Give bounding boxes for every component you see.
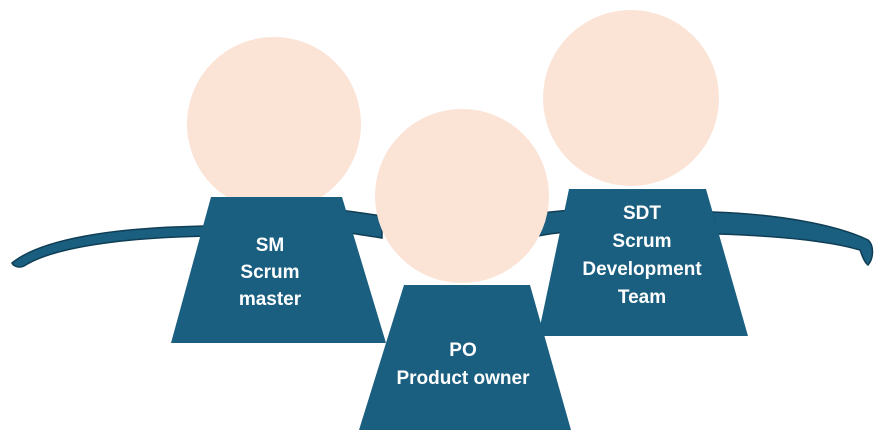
figure-scrum-development-team: SDT Scrum Development Team [538,10,748,336]
product-owner-label: Product owner [396,368,530,389]
product-owner-abbrev: PO [449,340,476,361]
scrum-master-abbrev: SM [256,235,285,256]
scrum-master-head [187,37,361,211]
left-arm [11,225,217,268]
product-owner-body [359,285,571,430]
scrum-master-body [171,197,386,343]
scrum-master-label-2: master [239,289,302,310]
scrum-master-label-1: Scrum [240,262,299,283]
development-team-head [543,10,719,186]
figure-scrum-master: SM Scrum master [171,37,386,343]
development-team-label-2: Development [582,259,702,280]
right-arm [711,211,874,267]
development-team-abbrev: SDT [623,203,661,224]
product-owner-head [375,109,549,283]
development-team-label-1: Scrum [612,231,671,252]
development-team-label-3: Team [618,287,666,308]
development-team-body [538,189,748,336]
figure-product-owner: PO Product owner [359,109,571,430]
